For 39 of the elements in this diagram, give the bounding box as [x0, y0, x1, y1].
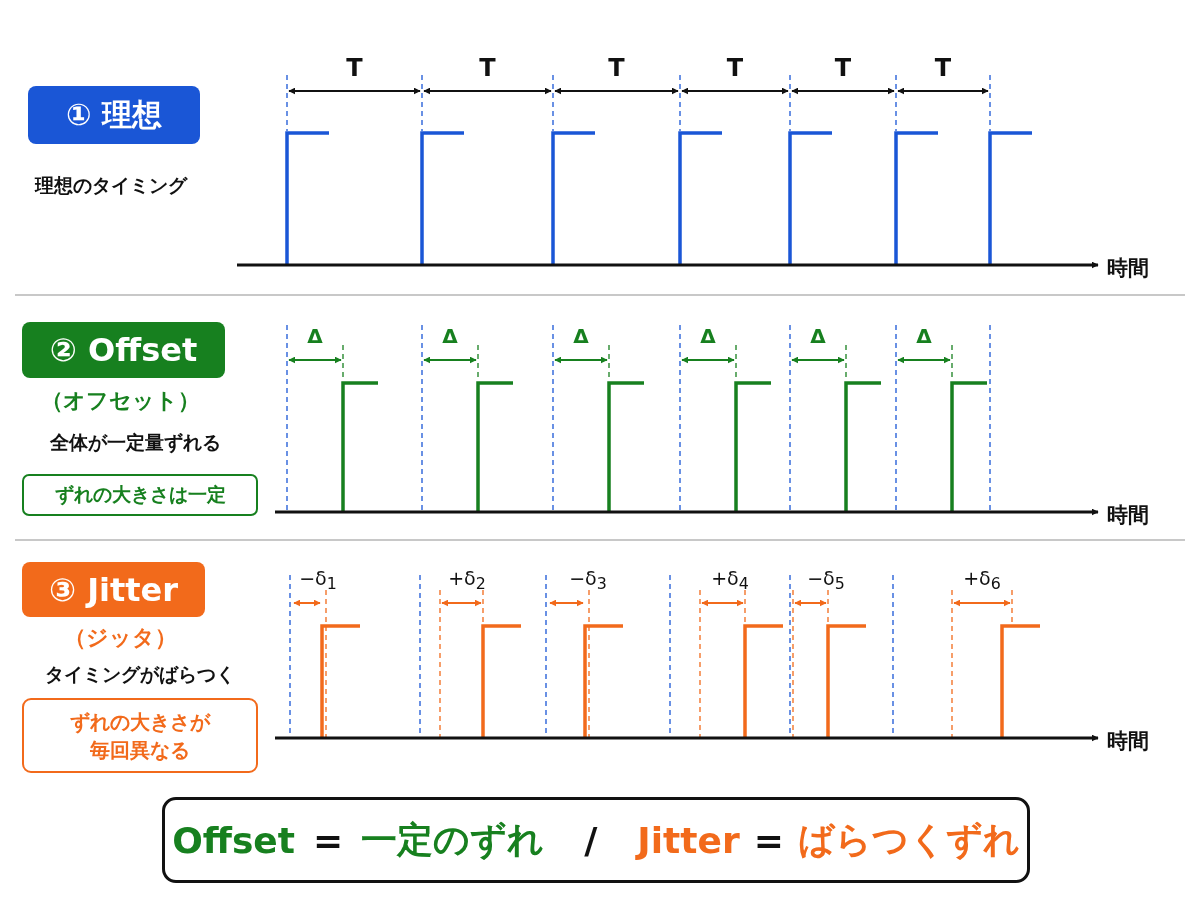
offset-label: Δ	[700, 324, 716, 348]
period-label: T	[934, 54, 952, 82]
section-badge: ① 理想	[28, 86, 200, 144]
note-box: ずれの大きさが毎回異なる	[22, 698, 258, 773]
summary-text: Jitter	[637, 819, 740, 861]
jitter-label: +δ$_{2}$	[448, 566, 486, 594]
offset-label: Δ	[442, 324, 458, 348]
period-label: T	[346, 54, 363, 82]
section-subtitle: （ジッタ）	[63, 624, 177, 652]
description-text: 全体が一定量ずれる	[49, 430, 221, 455]
summary-text: 一定のずれ	[361, 817, 545, 862]
period-label: T	[834, 54, 852, 82]
jitter-label: +δ$_{6}$	[963, 566, 1001, 594]
summary-text: Offset	[172, 819, 295, 861]
axis-label: 時間	[1107, 255, 1149, 282]
section-subtitle: （オフセット）	[40, 387, 200, 415]
offset-label: Δ	[810, 324, 826, 348]
jitter-label: −δ$_{1}$	[299, 566, 337, 594]
summary-box	[162, 797, 1030, 883]
summary-text: =	[753, 819, 784, 861]
offset-label: Δ	[916, 324, 932, 348]
section-badge: ③ Jitter	[22, 562, 205, 617]
period-label: T	[726, 54, 744, 82]
note-box: ずれの大きさは一定	[22, 474, 258, 516]
description-text: タイミングがばらつく	[45, 662, 235, 687]
jitter-label: −δ$_{5}$	[807, 566, 845, 594]
summary-text: =	[313, 819, 344, 861]
section-badge: ② Offset	[22, 322, 225, 378]
jitter-label: +δ$_{4}$	[711, 566, 749, 594]
summary-text: /	[584, 819, 598, 861]
description-text: 理想のタイミング	[35, 173, 187, 198]
offset-label: Δ	[573, 324, 589, 348]
axis-label: 時間	[1107, 728, 1149, 755]
jitter-label: −δ$_{3}$	[569, 566, 607, 594]
period-label: T	[479, 54, 496, 82]
offset-label: Δ	[307, 324, 323, 348]
period-label: T	[608, 54, 625, 82]
summary-text: ばらつくずれ	[797, 817, 1020, 862]
axis-label: 時間	[1107, 502, 1149, 529]
